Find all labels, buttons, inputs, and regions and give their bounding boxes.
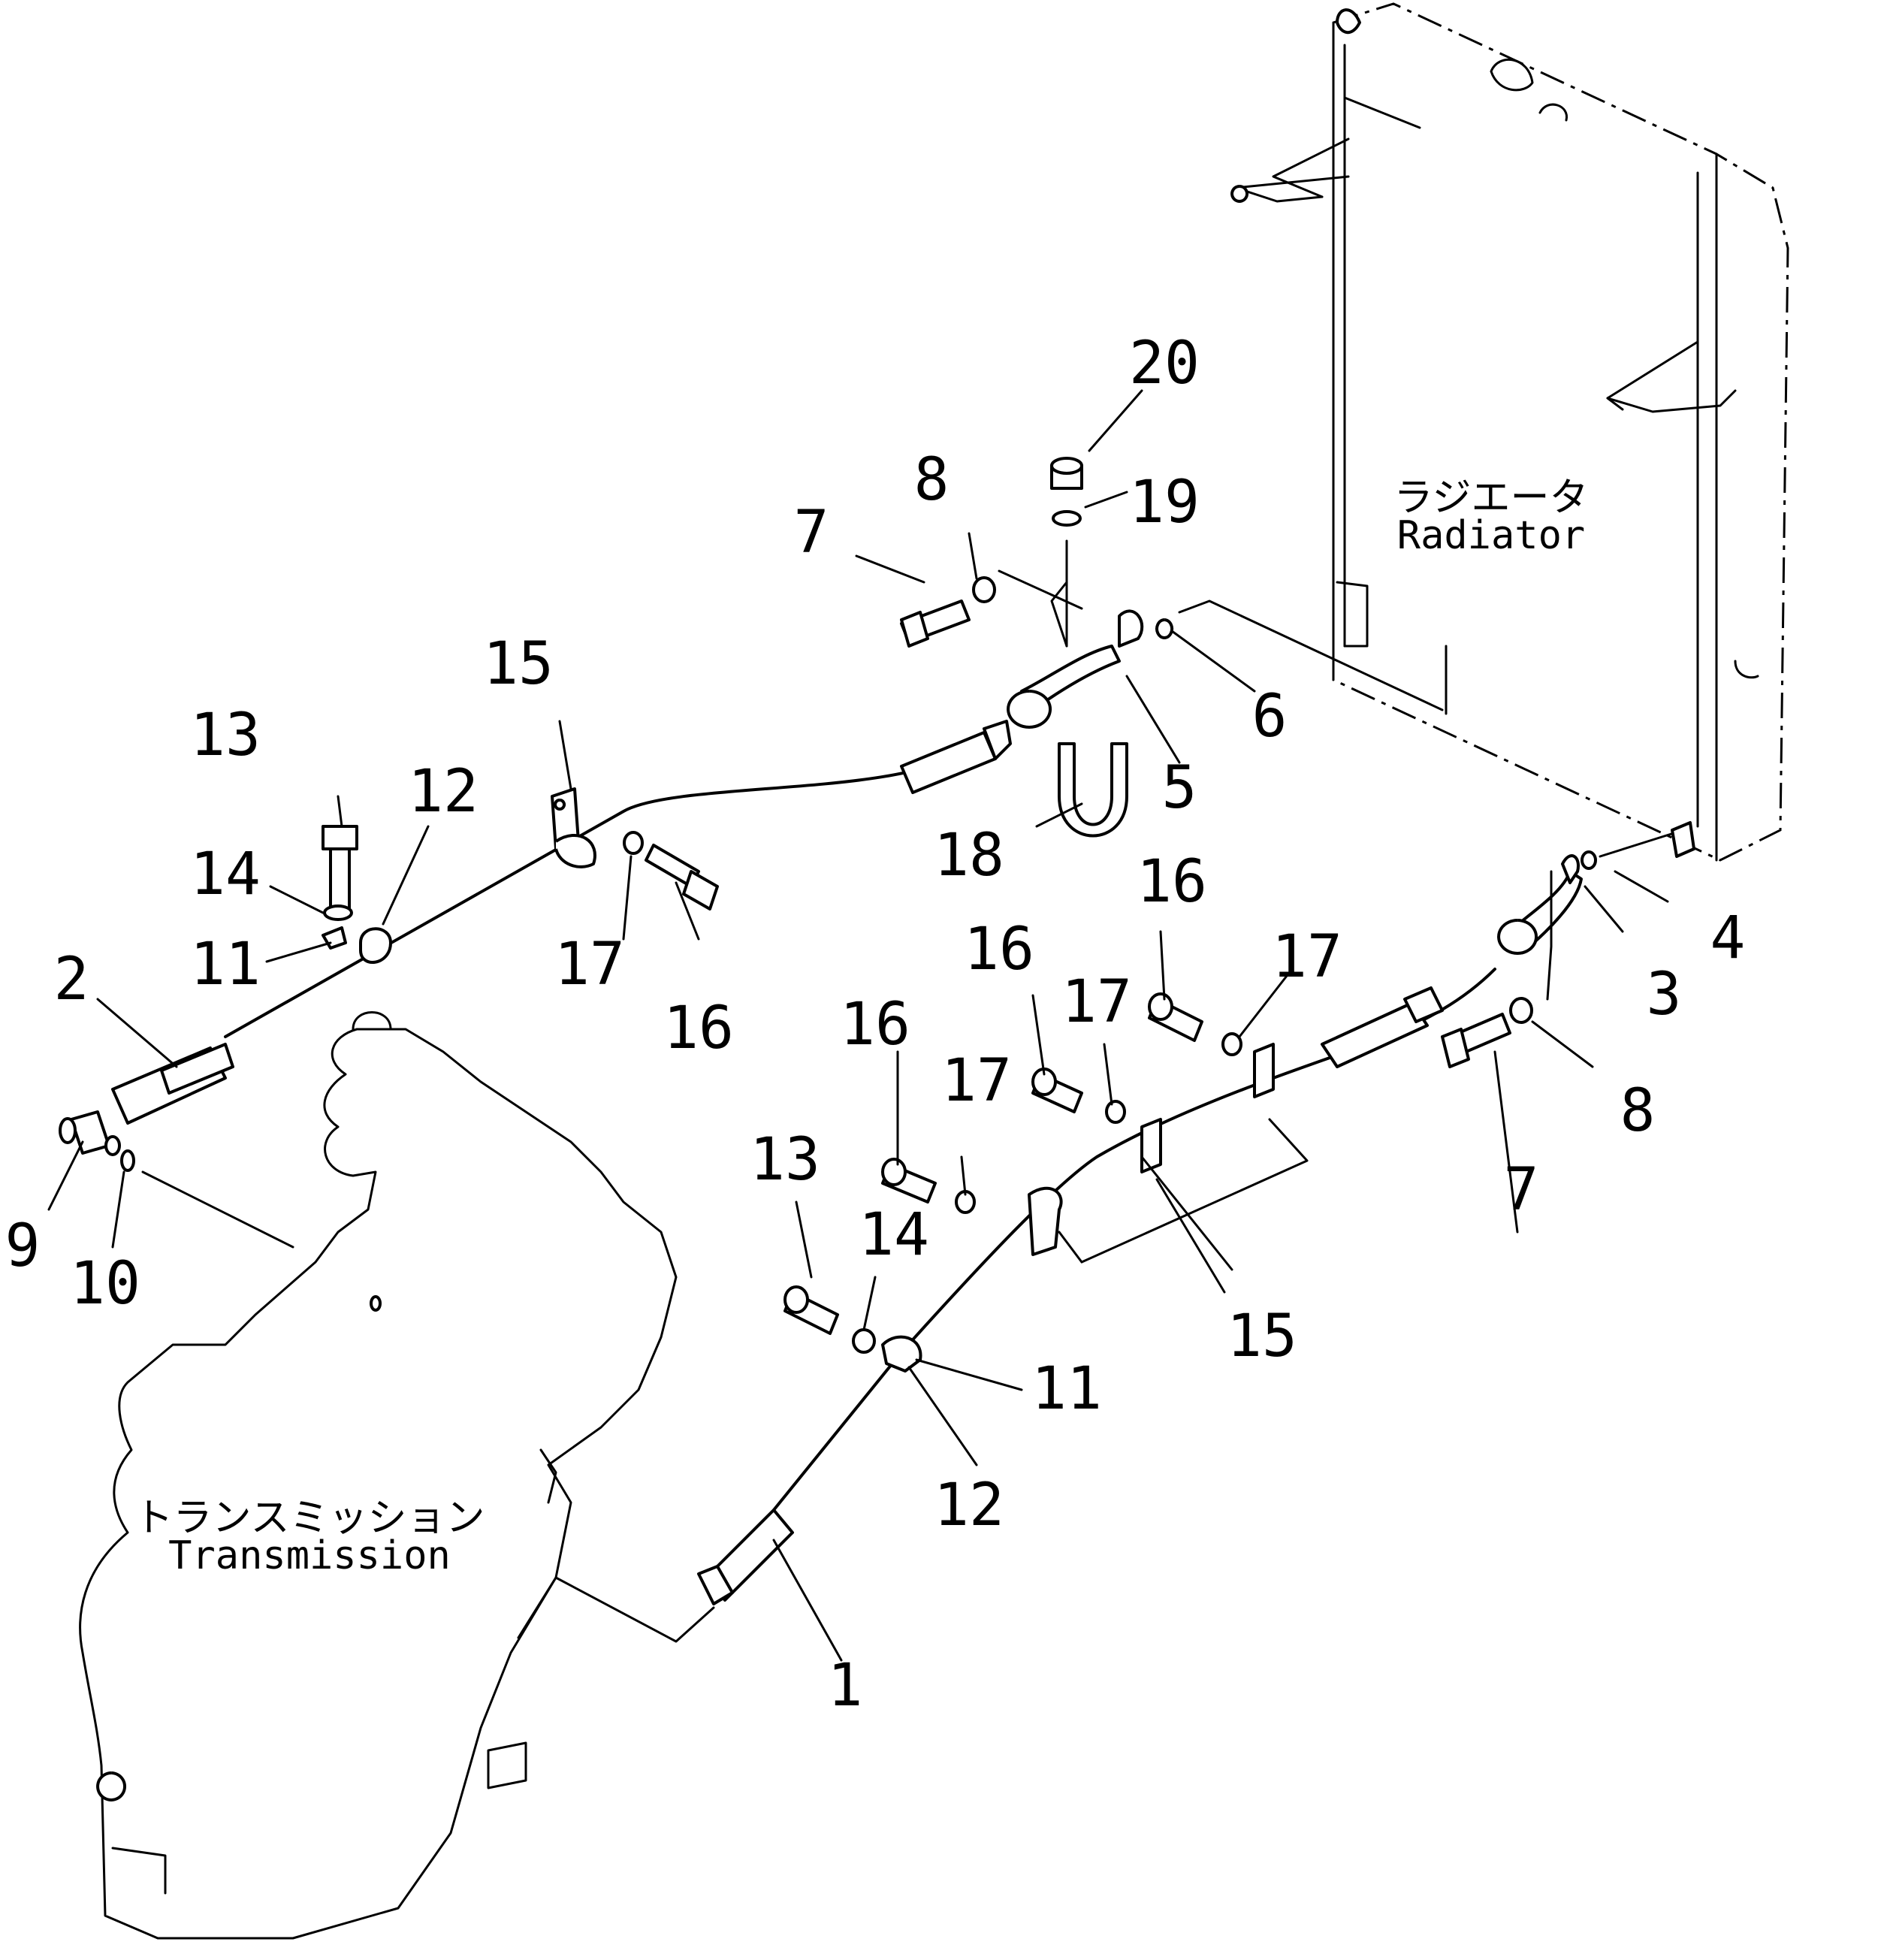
- washer-8-upper: [972, 576, 996, 603]
- callout-16-lower-c: 16: [1137, 848, 1207, 916]
- radiator-label-jp: ラジエータ: [1394, 476, 1589, 521]
- elbow-9: [59, 1110, 382, 1312]
- radiator-label-en: Radiator: [1397, 513, 1585, 558]
- callout-17-lower-b: 17: [1061, 968, 1132, 1036]
- clamp-upper-left: [322, 926, 392, 964]
- callout-20: 20: [1129, 330, 1200, 397]
- callout-5: 5: [1162, 754, 1197, 822]
- callout-15-lower: 15: [1227, 1303, 1297, 1370]
- callout-8-upper: 8: [914, 446, 950, 514]
- callout-4: 4: [1710, 904, 1746, 972]
- bolt-13-lower: [783, 1285, 876, 1354]
- o-ring-10: [120, 1149, 135, 1172]
- transmission: トランスミッション Transmission: [79, 1011, 678, 1940]
- callout-17-upper: 17: [554, 931, 625, 998]
- callout-2: 2: [54, 946, 89, 1013]
- callout-13-upper: 13: [190, 702, 261, 769]
- u-bolt-assembly: [1050, 457, 1128, 838]
- callout-7-upper: 7: [794, 499, 829, 566]
- clamp-15-lower: [1028, 1043, 1309, 1294]
- callout-11-upper: 11: [190, 931, 261, 998]
- callout-10: 10: [70, 1250, 140, 1318]
- o-ring-4: [1581, 850, 1597, 870]
- callout-12-upper: 12: [408, 758, 479, 826]
- callout-14-upper: 14: [190, 841, 261, 908]
- upper-hose-assembly: [111, 569, 1444, 1125]
- radiator: ラジエータ Radiator: [1230, 2, 1789, 862]
- washer-14-upper: [323, 904, 353, 921]
- callout-14-lower: 14: [859, 1201, 929, 1269]
- callout-17-lower-c: 17: [1272, 923, 1342, 991]
- callout-3: 3: [1647, 961, 1682, 1028]
- bolt-16-upper: [623, 831, 719, 911]
- callout-6: 6: [1252, 683, 1288, 750]
- bolts-16-lower: [881, 992, 1242, 1214]
- callout-13-lower: 13: [750, 1126, 820, 1194]
- lower-hose-assembly: [697, 832, 1673, 1605]
- leader-lines: [47, 389, 1669, 1662]
- callout-16-upper: 16: [663, 995, 734, 1062]
- pipe-5: [1020, 645, 1121, 711]
- port-leader: [517, 1576, 715, 1643]
- bolt-13-upper: [322, 825, 358, 921]
- callout-16-lower-b: 16: [964, 916, 1034, 983]
- bolt-7-upper: [900, 576, 996, 648]
- callout-16-lower-a: 16: [840, 991, 910, 1059]
- o-ring-6: [1155, 618, 1174, 639]
- callouts: 1 2 3 4 5 6 7 7 8 8 9 10 11 11 12 12 13 …: [5, 330, 1746, 1720]
- callout-15-upper: 15: [483, 630, 554, 698]
- bolt-7-lower: [1441, 870, 1553, 1068]
- transmission-label-jp: トランスミッション: [134, 1496, 485, 1541]
- callout-11-lower: 11: [1031, 1355, 1102, 1423]
- callout-7-lower: 7: [1504, 1156, 1539, 1224]
- clamp-lower: [881, 1335, 922, 1373]
- transmission-label-en: Transmission: [168, 1533, 451, 1578]
- callout-19: 19: [1129, 469, 1200, 536]
- callout-17-lower-a: 17: [941, 1047, 1012, 1115]
- callout-9: 9: [5, 1213, 41, 1280]
- clamp-15-upper: [551, 787, 596, 868]
- callout-8-lower: 8: [1620, 1077, 1656, 1145]
- callout-1: 1: [828, 1652, 863, 1720]
- callout-18: 18: [934, 822, 1004, 889]
- callout-12-lower: 12: [934, 1472, 1004, 1539]
